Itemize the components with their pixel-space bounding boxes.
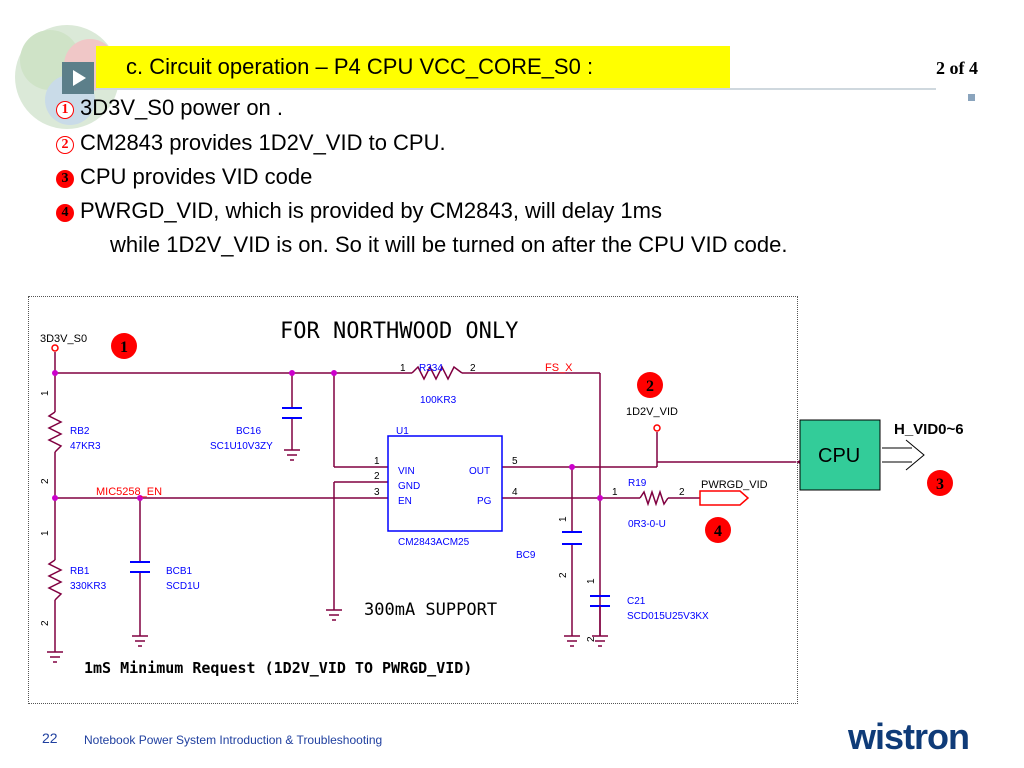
part-ref: R19 — [628, 478, 647, 489]
net-label-1d2v: 1D2V_VID — [626, 406, 678, 418]
terminal-3d3v-icon — [51, 344, 59, 352]
net-label-mic-en: MIC5258_EN — [96, 486, 162, 498]
pin-number: 2 — [374, 471, 380, 482]
ic-u1 — [387, 435, 503, 532]
pin-number: 2 — [679, 487, 685, 498]
step-badge: 3 — [56, 170, 74, 188]
ground-icon — [326, 609, 342, 621]
pwrgd-output-arrow-icon — [699, 490, 750, 506]
pin-number: 1 — [374, 456, 380, 467]
ground-icon — [564, 635, 580, 647]
pin-number: 1 — [400, 363, 406, 374]
brand-logo: wistron — [848, 716, 970, 757]
step-1: 1 3D3V_S0 power on . — [56, 95, 283, 121]
step-text: CM2843 provides 1D2V_VID to CPU. — [80, 130, 446, 155]
schematic-banner: FOR NORTHWOOD ONLY — [280, 319, 518, 344]
step-badge: 4 — [56, 204, 74, 222]
part-value: 47KR3 — [70, 441, 101, 452]
part-ref: BCB1 — [166, 566, 193, 577]
part-value: SCD015U25V3KX — [627, 611, 709, 622]
page-title: c. Circuit operation – P4 CPU VCC_CORE_S… — [126, 54, 594, 79]
junction-dots — [52, 370, 603, 501]
step-text: PWRGD_VID, which is provided by CM2843, … — [80, 198, 662, 223]
pin-number: 4 — [512, 487, 518, 498]
part-ref: RB1 — [70, 566, 90, 577]
title-corner-mark — [968, 94, 975, 101]
pin-number: 2 — [470, 363, 476, 374]
page-indicator: 2 of 4 — [936, 58, 978, 78]
pin-number: 1 — [612, 487, 618, 498]
pin-number: 1 — [558, 516, 569, 522]
pin-name: VIN — [398, 466, 415, 477]
net-label-fs-x: FS_X — [545, 362, 573, 374]
terminal-1d2v-icon — [653, 424, 661, 432]
bus-arrow-icon — [882, 439, 925, 471]
part-value: SCD1U — [166, 581, 200, 592]
part-ref: U1 — [396, 426, 409, 437]
part-value: SC1U10V3ZY — [210, 441, 273, 452]
min-request-note: 1mS Minimum Request (1D2V_VID TO PWRGD_V… — [84, 659, 472, 677]
ground-icon — [47, 651, 63, 663]
svg-text:1: 1 — [120, 339, 128, 356]
svg-text:3: 3 — [936, 476, 944, 493]
title-bar — [96, 46, 730, 88]
step-3: 3 CPU provides VID code — [56, 164, 312, 190]
marker-2: 2 — [637, 372, 663, 398]
hvid-label: H_VID0~6 — [894, 421, 964, 438]
part-ref: RB2 — [70, 426, 90, 437]
ground-icon — [132, 635, 148, 647]
resistor-rb1 — [47, 559, 63, 601]
schematic-frame — [28, 296, 798, 704]
resistor-rb2 — [47, 411, 63, 453]
net-label-pwrgd: PWRGD_VID — [701, 479, 768, 491]
step-4: 4 PWRGD_VID, which is provided by CM2843,… — [56, 198, 662, 224]
pin-name: GND — [398, 481, 420, 492]
pin-number: 3 — [374, 487, 380, 498]
step-badge: 1 — [56, 101, 74, 119]
resistor-r19 — [639, 489, 669, 507]
resistor-r334 — [411, 365, 463, 381]
step-badge: 2 — [56, 136, 74, 154]
pin-number: 2 — [40, 478, 51, 484]
pin-name: OUT — [469, 466, 490, 477]
part-value: 330KR3 — [70, 581, 107, 592]
play-icon — [62, 62, 94, 94]
pin-number: 2 — [586, 636, 597, 642]
svg-text:4: 4 — [714, 523, 722, 540]
pin-name: EN — [398, 496, 412, 507]
part-ref: BC16 — [236, 426, 261, 437]
footer-page-number: 22 — [42, 730, 58, 746]
part-value: 100KR3 — [420, 395, 457, 406]
part-value: 0R3-0-U — [628, 519, 666, 530]
cpu-box — [799, 419, 881, 491]
pin-number: 2 — [558, 572, 569, 578]
pin-number: 1 — [586, 578, 597, 584]
pin-number: 5 — [512, 456, 518, 467]
net-label-3d3v: 3D3V_S0 — [40, 333, 87, 345]
marker-3: 3 — [927, 470, 953, 496]
step-2: 2 CM2843 provides 1D2V_VID to CPU. — [56, 130, 446, 156]
part-value: CM2843ACM25 — [398, 537, 470, 548]
footer-title: Notebook Power System Introduction & Tro… — [84, 733, 383, 747]
pin-number: 1 — [40, 530, 51, 536]
marker-1: 1 — [111, 333, 137, 359]
support-note: 300mA SUPPORT — [364, 600, 497, 620]
title-divider — [96, 88, 936, 90]
step-4-continuation: while 1D2V_VID is on. So it will be turn… — [110, 232, 788, 257]
cpu-label: CPU — [818, 445, 860, 467]
part-ref: C21 — [627, 596, 646, 607]
pin-number: 2 — [40, 620, 51, 626]
pin-name: PG — [477, 496, 492, 507]
pin-number: 1 — [40, 390, 51, 396]
marker-4: 4 — [705, 517, 731, 543]
step-text: 3D3V_S0 power on . — [80, 95, 284, 120]
ground-icon — [284, 449, 300, 461]
svg-text:2: 2 — [646, 378, 654, 395]
step-text: CPU provides VID code — [80, 164, 313, 189]
part-ref: R334 — [419, 363, 443, 374]
part-ref: BC9 — [516, 550, 536, 561]
